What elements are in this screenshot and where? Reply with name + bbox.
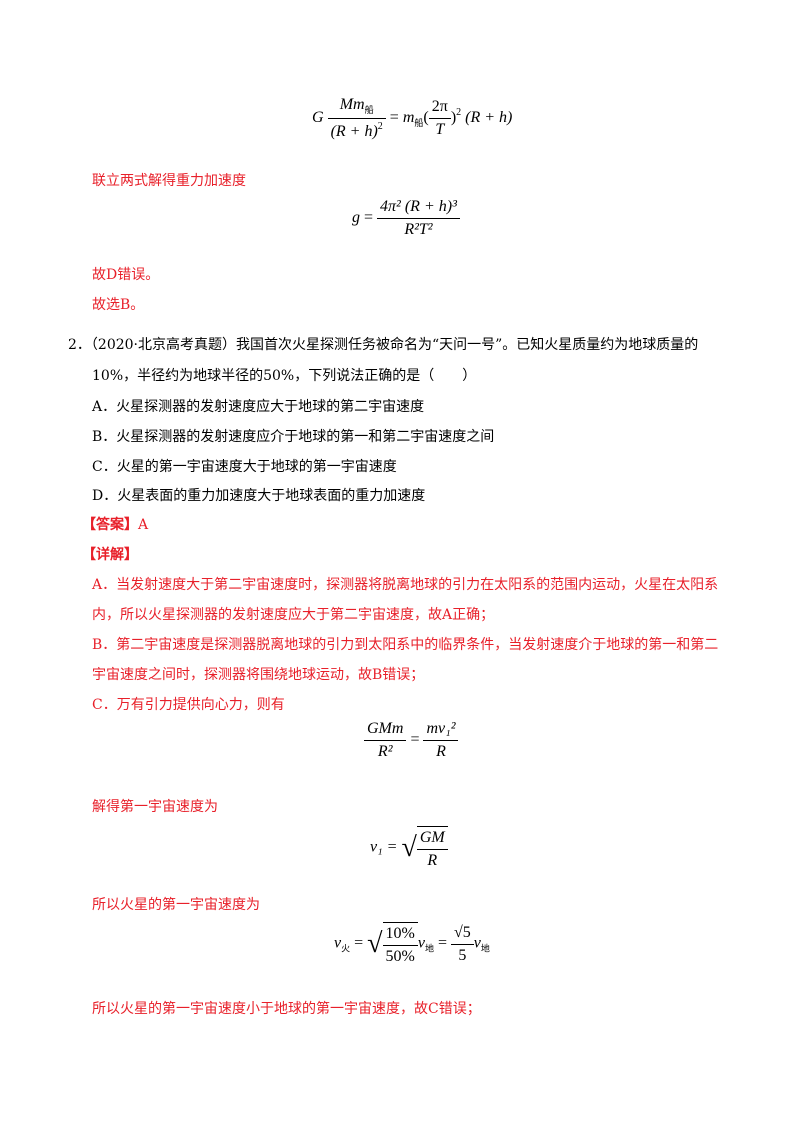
option-b: B．火星探测器的发射速度应介于地球的第一和第二宇宙速度之间 [92,429,495,445]
detail-b-line1: B．第二宇宙速度是探测器脱离地球的引力到太阳系中的临界条件，当发射速度介于地球的… [92,637,719,653]
line-d-wrong: 故D错误。 [92,267,160,283]
question-2-line1: 2．（2020·北京高考真题）我国首次火星探测任务被命名为“天问一号”。已知火星… [68,337,699,353]
eq-period-fraction: 2π T [428,98,451,139]
equation-gravitation-orbit: G Mm船 (R + h)2 = m船( 2π T )2 (R + h) [312,96,513,141]
option-d: D．火星表面的重力加速度大于地球表面的重力加速度 [92,488,426,504]
line-conclusion: 所以火星的第一宇宙速度小于地球的第一宇宙速度，故C错误； [92,1001,481,1017]
line-select: 故选B。 [92,297,145,313]
line-mars: 所以火星的第一宇宙速度为 [92,897,260,913]
eq-denominator: (R + h)2 [330,121,383,140]
detail-a-line2: 内，所以火星探测器的发射速度应大于第二宇宙速度，故A正确； [92,607,495,623]
detail-a-line1: A．当发射速度大于第二宇宙速度时，探测器将脱离地球的引力在太阳系的范围内运动，火… [92,577,719,593]
answer-line: 【答案】A [82,515,148,535]
answer-value: A [138,517,149,533]
equation-g: g = 4π² (R + h)³ R²T² [352,198,460,239]
equation-v1: v₁ = √ GM R [370,826,448,870]
eq-fraction: Mm船 (R + h)2 [327,96,386,141]
eq-numerator: Mm船 [327,96,386,119]
line-first-cosmic: 解得第一宇宙速度为 [92,799,218,815]
equation-vmars: v火 = √ 10% 50% v地 = √5 5 v地 [334,922,490,965]
detail-line: 【详解】 [82,545,138,565]
option-c: C．火星的第一宇宙速度大于地球的第一宇宙速度 [92,459,397,475]
answer-label: 【答案】 [82,517,138,533]
line-combine: 联立两式解得重力加速度 [92,173,246,189]
detail-b-line2: 宇宙速度之间时，探测器将围绕地球运动，故B错误； [92,667,425,683]
equation-centripetal: GMm R² = mv₁² R [364,720,459,761]
eq-g: G [312,109,324,127]
detail-c-line1: C．万有引力提供向心力，则有 [92,697,285,713]
eq-mass: m [402,109,415,127]
option-a: A．火星探测器的发射速度应大于地球的第二宇宙速度 [92,399,425,415]
detail-label: 【详解】 [82,547,138,563]
question-2-line2: 10%，半径约为地球半径的50%，下列说法正确的是（ ） [92,368,477,384]
